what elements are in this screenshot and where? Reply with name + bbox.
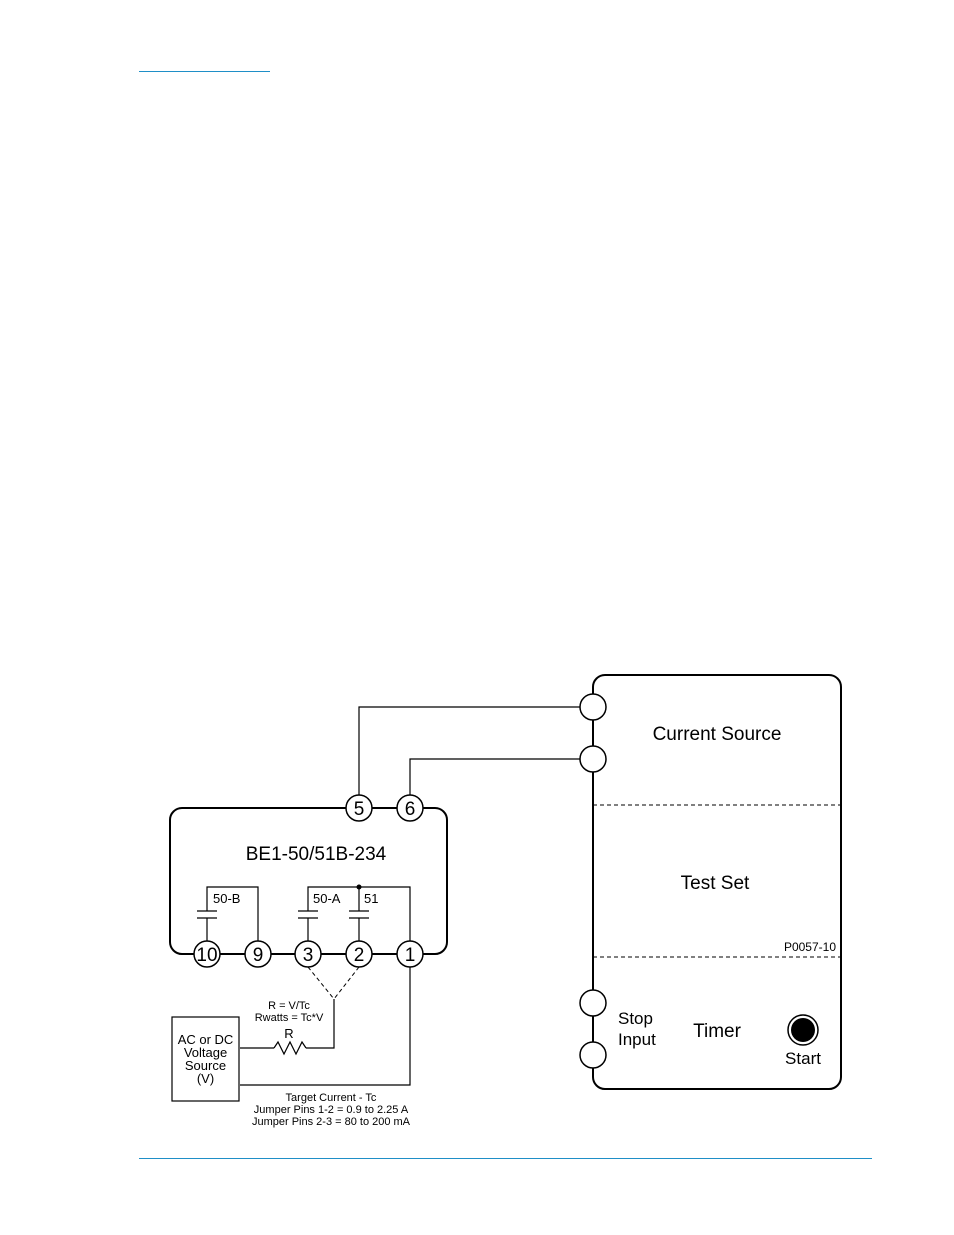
contact-51-label: 51 xyxy=(364,891,378,906)
current-source-terminal-1 xyxy=(579,693,607,721)
contact-50b-label: 50-B xyxy=(213,891,240,906)
terminal-9 xyxy=(244,940,272,968)
wire-jumper-to-resistor xyxy=(306,999,335,1049)
test-set-box xyxy=(592,674,842,1090)
note-line1: Target Current - Tc xyxy=(286,1092,377,1104)
stop-input-terminal-1 xyxy=(579,989,607,1017)
contact-50b-upper-lead xyxy=(206,886,259,942)
voltage-source-line1: AC or DC xyxy=(178,1032,234,1047)
terminal-5 xyxy=(345,794,373,822)
wire-terminal-1-return xyxy=(240,967,411,1086)
voltage-source-line4: (V) xyxy=(197,1071,214,1086)
current-source-terminal-2 xyxy=(579,745,607,773)
voltage-source-line2: Voltage xyxy=(184,1045,227,1060)
wire-terminal-5-to-current-source xyxy=(358,706,580,806)
relay-title: BE1-50/51B-234 xyxy=(246,844,387,865)
stop-input-label-line2: Input xyxy=(618,1030,656,1049)
terminal-3-label: 3 xyxy=(303,945,314,966)
start-label: Start xyxy=(785,1049,821,1068)
footer-rule xyxy=(139,1158,872,1159)
wire-terminal-6-to-current-source xyxy=(409,758,580,806)
terminal-6-label: 6 xyxy=(405,799,416,820)
resistor-formula-1: R = V/Tc xyxy=(268,1000,310,1012)
header-link-underline xyxy=(139,71,270,72)
test-set-label: Test Set xyxy=(681,873,750,894)
terminal-5-label: 5 xyxy=(354,799,365,820)
current-source-label: Current Source xyxy=(653,724,782,745)
jumper-dash-3 xyxy=(307,966,335,1000)
resistor-label: R xyxy=(284,1026,293,1041)
terminal-1 xyxy=(396,940,424,968)
voltage-source-box xyxy=(171,1016,240,1102)
jumper-dash-2 xyxy=(333,966,360,1000)
terminal-10-label: 10 xyxy=(196,945,217,966)
timer-label: Timer xyxy=(693,1021,742,1042)
stop-input-terminal-2 xyxy=(579,1041,607,1069)
terminal-10 xyxy=(193,940,221,968)
contact-50a-label: 50-A xyxy=(313,891,341,906)
resistor-formula-2: Rwatts = Tc*V xyxy=(255,1012,324,1024)
terminal-2-label: 2 xyxy=(354,945,365,966)
note-line3: Jumper Pins 2-3 = 80 to 200 mA xyxy=(252,1116,411,1128)
terminal-9-label: 9 xyxy=(253,945,264,966)
voltage-source-line3: Source xyxy=(185,1058,226,1073)
stop-input-label-line1: Stop xyxy=(618,1009,653,1028)
terminal-1-label: 1 xyxy=(405,945,416,966)
terminal-2 xyxy=(345,940,373,968)
terminal-3 xyxy=(294,940,322,968)
start-button xyxy=(791,1018,815,1042)
resistor-symbol xyxy=(273,1040,307,1056)
terminal-6 xyxy=(396,794,424,822)
note-line2: Jumper Pins 1-2 = 0.9 to 2.25 A xyxy=(254,1104,409,1116)
junction-dot xyxy=(356,884,362,890)
figure-id: P0057-10 xyxy=(784,940,836,954)
